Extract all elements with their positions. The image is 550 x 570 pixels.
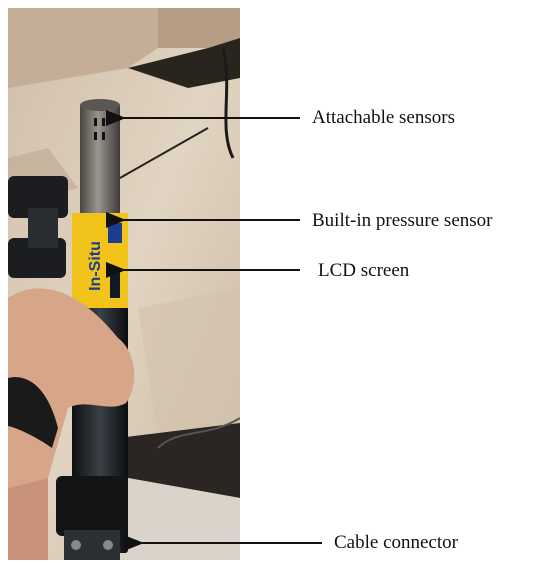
hand bbox=[8, 288, 135, 560]
label-pressure-sensor: Built-in pressure sensor bbox=[312, 210, 493, 231]
device-photo: In-Situ bbox=[8, 8, 240, 560]
label-lcd-screen: LCD screen bbox=[318, 260, 410, 281]
shadow-gap bbox=[118, 423, 240, 560]
sensor-tube bbox=[80, 99, 120, 218]
tripod bbox=[8, 176, 68, 278]
cable bbox=[119, 47, 240, 449]
label-attachable-sensors: Attachable sensors bbox=[312, 107, 455, 128]
brand-text: In-Situ bbox=[87, 241, 104, 291]
label-cable-connector: Cable connector bbox=[334, 532, 458, 553]
